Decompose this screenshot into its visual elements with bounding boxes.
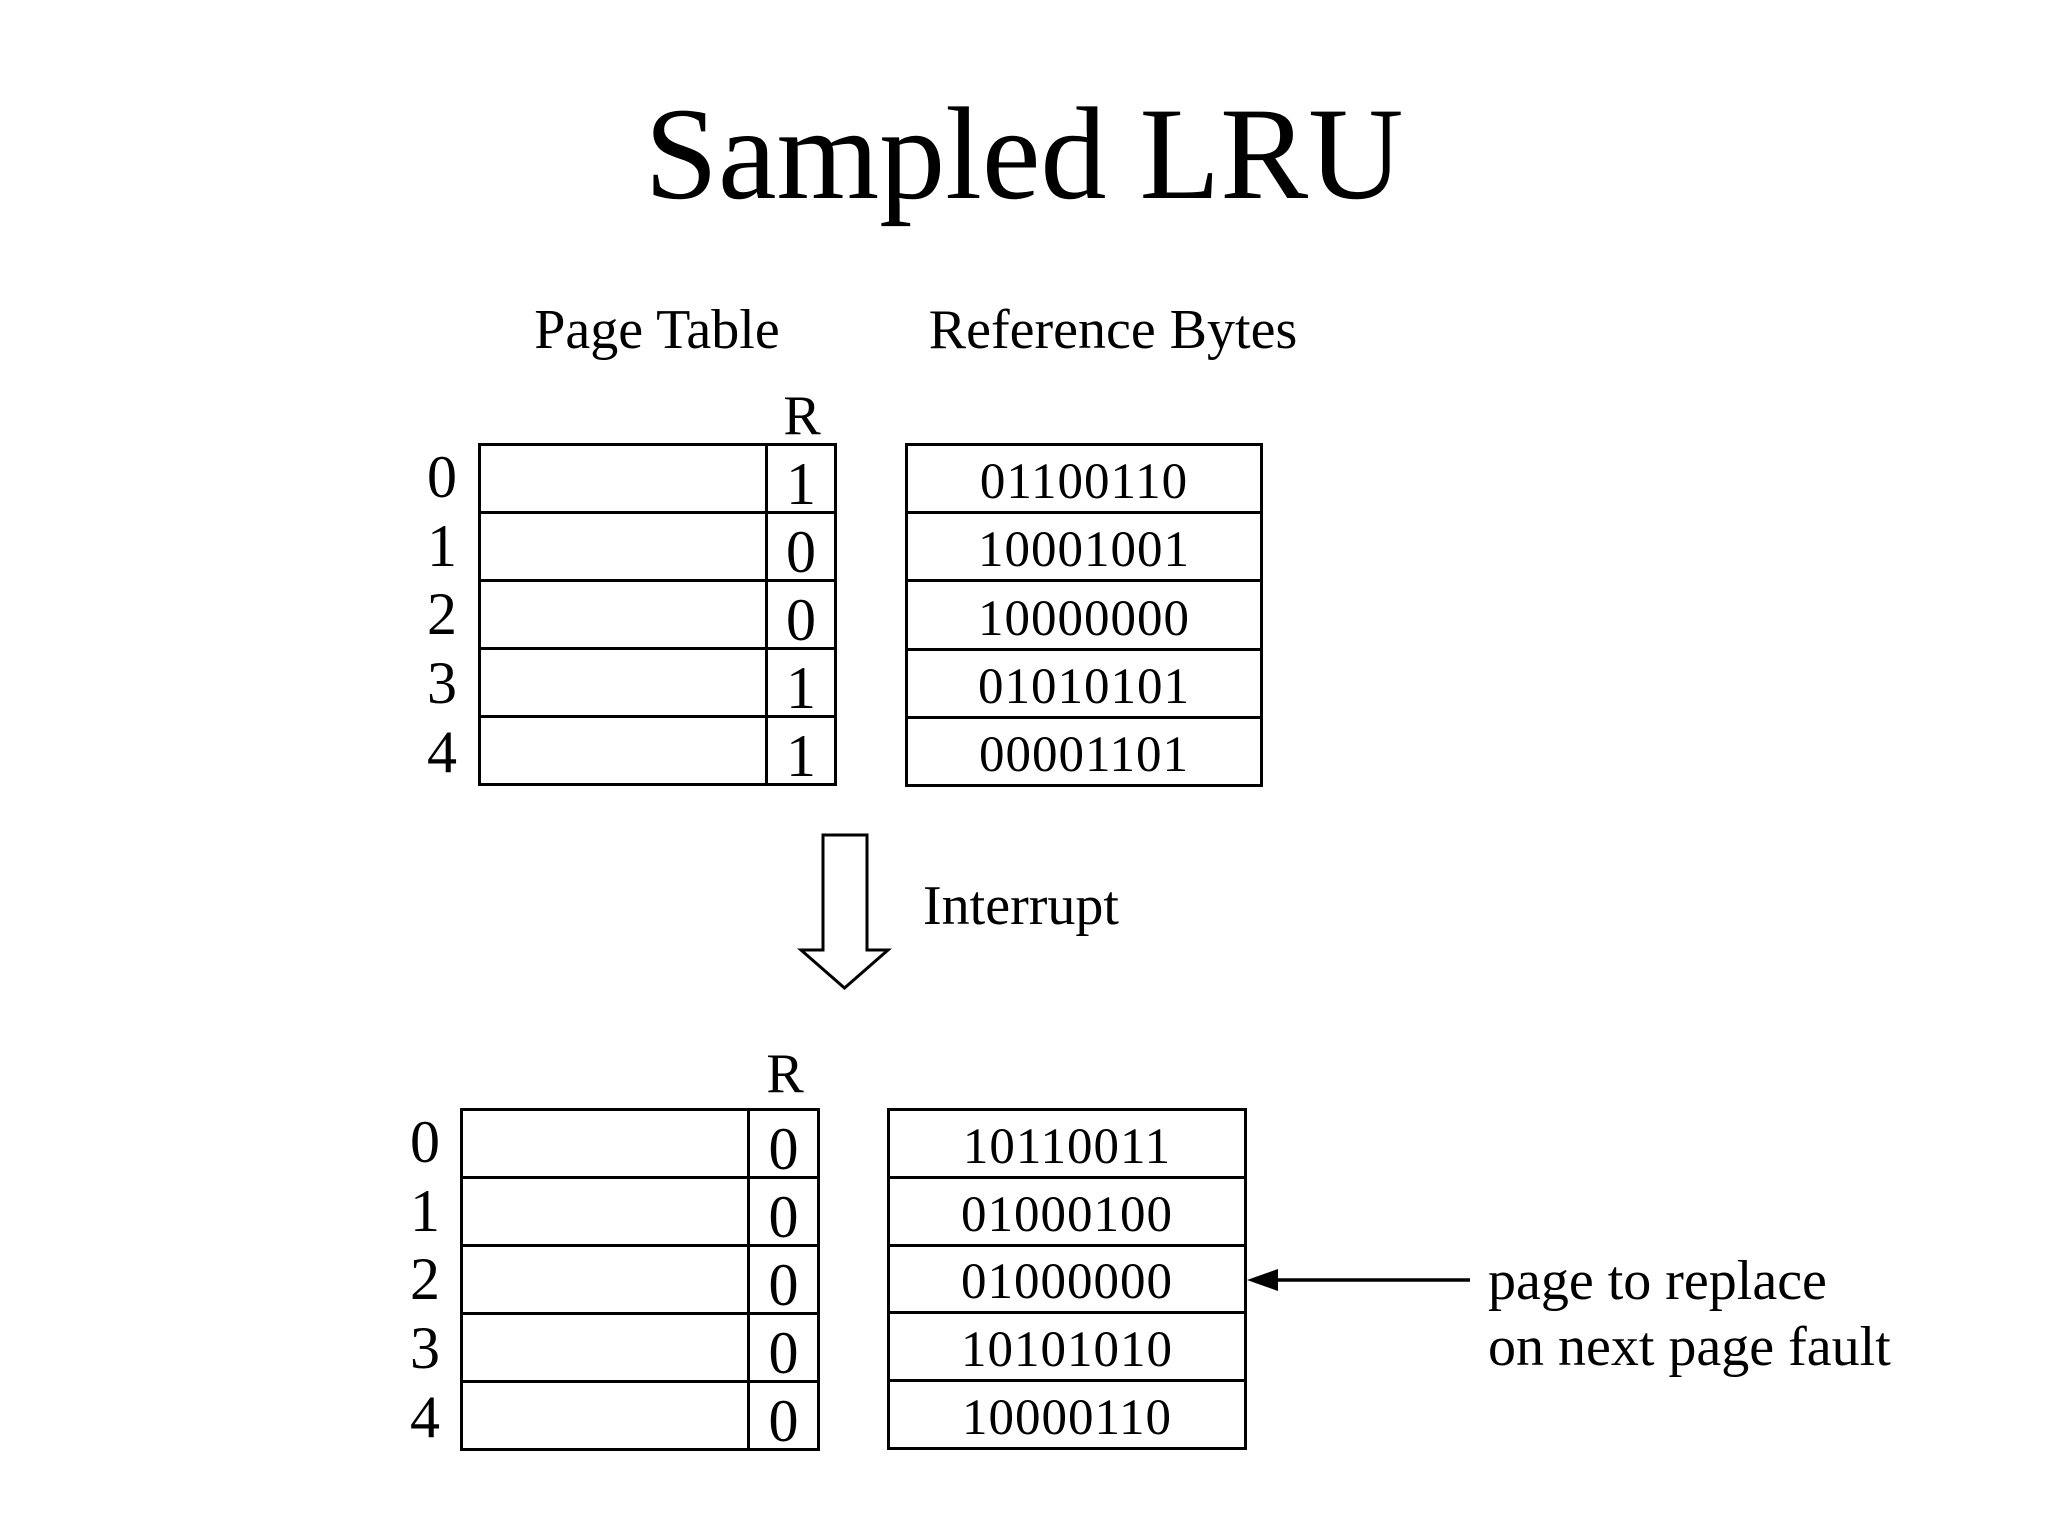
reference-byte-cell: 01010101 bbox=[908, 647, 1260, 716]
r-bit-cell: 1 bbox=[765, 446, 834, 514]
r-column-header-after: R bbox=[766, 1043, 804, 1105]
page-index-label: 1 bbox=[427, 512, 457, 579]
page-frame-cell bbox=[481, 446, 765, 511]
page-table-row: 0 bbox=[481, 511, 834, 582]
page-table-row: 0 bbox=[463, 1176, 817, 1247]
reference-bytes-table-after: 10110011 01000100 01000000 10101010 1000… bbox=[887, 1108, 1247, 1450]
page-frame-cell bbox=[481, 718, 765, 783]
page-index-label: 4 bbox=[427, 718, 457, 785]
interrupt-label: Interrupt bbox=[923, 875, 1119, 937]
reference-byte-cell: 10000000 bbox=[908, 579, 1260, 647]
page-frame-cell bbox=[463, 1111, 747, 1176]
page-index-label: 2 bbox=[427, 581, 457, 648]
reference-byte-cell: 01000000 bbox=[890, 1243, 1244, 1312]
reference-bytes-heading: Reference Bytes bbox=[928, 299, 1298, 361]
r-bit-cell: 0 bbox=[747, 1179, 817, 1247]
r-bit-cell: 0 bbox=[747, 1315, 817, 1383]
r-bit-cell: 0 bbox=[747, 1383, 817, 1451]
r-bit-cell: 0 bbox=[765, 582, 834, 650]
page-index-label: 0 bbox=[427, 444, 457, 511]
reference-byte-cell: 10101010 bbox=[890, 1311, 1244, 1379]
page-table-row: 1 bbox=[481, 715, 834, 786]
page-frame-cell bbox=[463, 1247, 747, 1312]
r-bit-cell: 0 bbox=[747, 1111, 817, 1179]
page-table-row: 0 bbox=[481, 579, 834, 650]
annotation-line-1: page to replace bbox=[1488, 1250, 1827, 1312]
page-table-heading: Page Table bbox=[534, 299, 780, 361]
slide-title: Sampled LRU bbox=[644, 80, 1404, 227]
replace-pointer-arrow-icon bbox=[1247, 1269, 1470, 1291]
page-frame-cell bbox=[463, 1383, 747, 1448]
page-table-before: 1 0 0 1 1 bbox=[478, 443, 837, 786]
r-bit-cell: 0 bbox=[747, 1247, 817, 1315]
r-column-header-before: R bbox=[783, 385, 821, 447]
reference-byte-cell: 01000100 bbox=[890, 1175, 1244, 1244]
reference-byte-cell: 10000110 bbox=[890, 1379, 1244, 1447]
reference-byte-cell: 10001001 bbox=[908, 511, 1260, 579]
page-index-label: 1 bbox=[410, 1177, 440, 1244]
reference-byte-cell: 00001101 bbox=[908, 715, 1260, 784]
page-table-row: 0 bbox=[463, 1111, 817, 1179]
page-table-row: 1 bbox=[481, 446, 834, 514]
reference-byte-cell: 10110011 bbox=[962, 1118, 1172, 1175]
page-index-label: 2 bbox=[410, 1246, 440, 1313]
page-frame-cell bbox=[481, 514, 765, 579]
page-table-row: 0 bbox=[463, 1380, 817, 1451]
page-table-row: 1 bbox=[481, 647, 834, 718]
page-table-row: 0 bbox=[463, 1244, 817, 1315]
page-index-labels-after: 0 1 2 3 4 bbox=[365, 1108, 440, 1451]
interrupt-arrow-icon bbox=[797, 833, 892, 990]
r-bit-cell: 0 bbox=[765, 514, 834, 582]
annotation-line-2: on next page fault bbox=[1488, 1316, 1891, 1378]
page-table-row: 0 bbox=[463, 1312, 817, 1383]
r-bit-cell: 1 bbox=[765, 718, 834, 786]
page-index-label: 3 bbox=[410, 1315, 440, 1382]
page-index-label: 4 bbox=[410, 1383, 440, 1450]
r-bit-cell: 1 bbox=[765, 650, 834, 718]
page-index-label: 3 bbox=[427, 650, 457, 717]
page-frame-cell bbox=[463, 1179, 747, 1244]
page-index-labels-before: 0 1 2 3 4 bbox=[380, 443, 457, 786]
page-index-label: 0 bbox=[410, 1109, 440, 1176]
reference-byte-cell: 01100110 bbox=[979, 454, 1189, 511]
page-frame-cell bbox=[481, 650, 765, 715]
page-table-after: 0 0 0 0 0 bbox=[460, 1108, 820, 1451]
page-frame-cell bbox=[463, 1315, 747, 1380]
replace-annotation: page to replace on next page fault bbox=[1488, 1248, 1891, 1380]
reference-bytes-table-before: 01100110 10001001 10000000 01010101 0000… bbox=[905, 443, 1263, 787]
page-frame-cell bbox=[481, 582, 765, 647]
